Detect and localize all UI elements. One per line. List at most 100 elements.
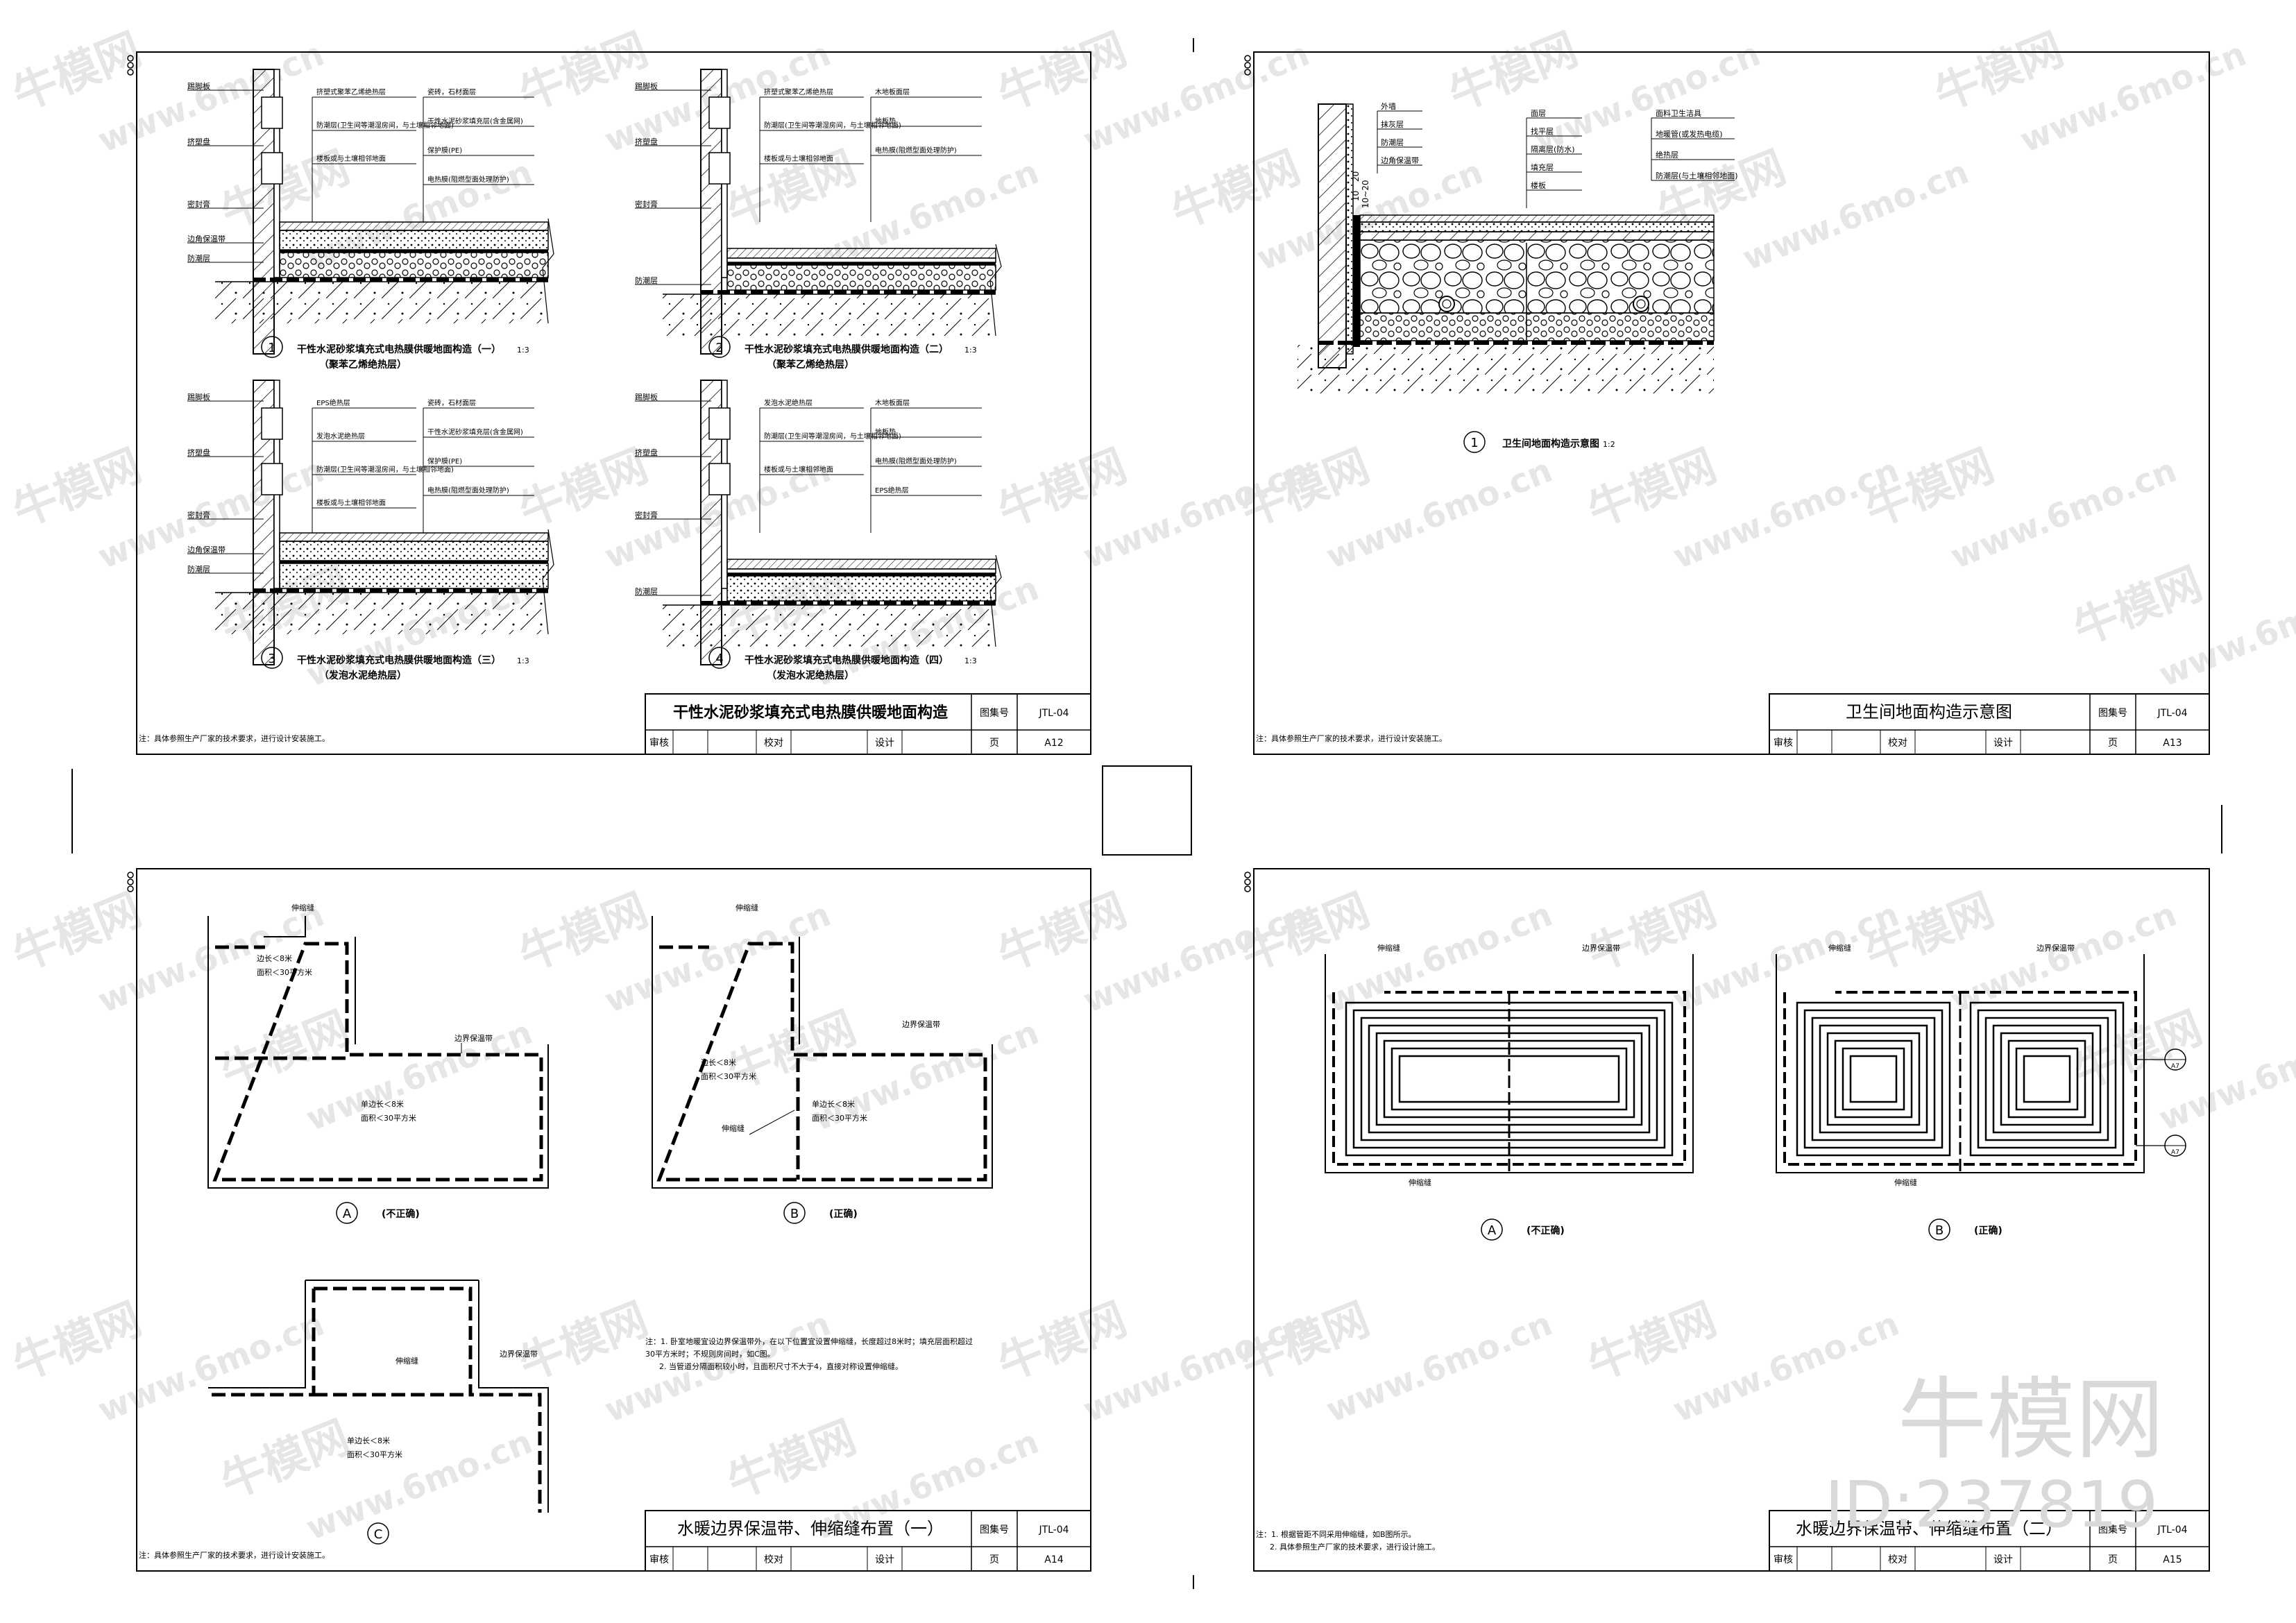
design-label: 设计 [1993, 738, 2013, 749]
check-label: 校对 [764, 737, 783, 749]
boundary-insulation-strip [656, 942, 987, 1182]
notes: 注：1. 卧室地暖宜设边界保温带外，在以下位置宜设置伸缩缝，长度超过8米时；填充… [645, 1336, 973, 1371]
heating-pipe [1438, 296, 1455, 312]
boundary-insulation-strip [1783, 991, 2137, 1166]
label-right: EPS绝热层 [875, 486, 909, 495]
label-right: 瓷砖，石材面层 [427, 398, 476, 407]
detail-subcaption: （发泡水泥绝热层） [319, 670, 407, 681]
binding-holes [127, 872, 134, 892]
floor-pad-layer [726, 257, 996, 263]
note-line: 注：1. 卧室地暖宜设边界保温带外，在以下位置宜设置伸缩缝，长度超过8米时；填充… [645, 1336, 973, 1346]
watermark-brand: 牛模网 [512, 24, 655, 121]
atlas-no: JTL-04 [2157, 708, 2187, 719]
watermark-brand: 牛模网 [1234, 440, 1377, 538]
label-left: 密封膏 [635, 199, 658, 209]
notes: 注：1. 根据管距不同采用伸缩缝，如B图所示。 2. 具体参照生产厂家的技术要求… [1256, 1529, 1440, 1552]
label-right: 瓷砖，石材面层 [427, 87, 476, 96]
sheet-a12: 踢脚板挤塑盘密封膏边角保温带防潮层挤塑式聚苯乙烯绝热层防潮层(卫生间等潮湿房间，… [127, 51, 1091, 755]
plan-label: 边界保温带 [454, 1033, 493, 1043]
page-number: A12 [1044, 738, 1063, 749]
label-left: 外墙 [1381, 101, 1396, 111]
label-right: 木地板面层 [875, 398, 910, 407]
heating-pipe-loop [1977, 1009, 2117, 1149]
plan-label: 伸缩缝 [1894, 1178, 1917, 1187]
label-mid: EPS绝热层 [316, 398, 350, 407]
plan-label: 伸缩缝 [722, 1123, 745, 1133]
label-right: 防潮层(与土壤相邻地面) [1656, 171, 1738, 180]
label-left: 挤塑盘 [187, 137, 210, 146]
detail-caption: 卫生间地面构造示意图 [1502, 438, 1599, 450]
room-wall-outline [1325, 954, 1694, 1173]
watermark-brand: 牛模网 [1581, 884, 1724, 982]
plan-letter-circle [783, 1202, 806, 1224]
plan-label: 伸缩缝 [1409, 1178, 1431, 1187]
heating-pipe-loop [1796, 1001, 1951, 1157]
watermark-brand: 牛模网 [991, 884, 1134, 982]
title-block: 水暖边界保温带、伸缩缝布置（一） 图集号 JTL-04 审核 校对 设计 页 A… [645, 1510, 1091, 1572]
mortar-fill-layer [279, 230, 549, 250]
label-mid: 楼板 [1531, 180, 1546, 190]
label-right: 地板垫 [875, 427, 896, 436]
dimension-text: 20 [1351, 171, 1361, 182]
heating-pipe-loop [1834, 1039, 1913, 1119]
plan-letter: B [790, 1207, 799, 1221]
label-mid: 发泡水泥绝热层 [316, 432, 365, 441]
label-right: 干性水泥砂浆填充层(含金属网) [427, 117, 523, 126]
detail-scale: 1:3 [964, 656, 977, 665]
plan-letter-circle [1928, 1218, 1950, 1241]
label-right: 电热膜(阻燃型面处理防护) [875, 146, 957, 155]
plan-label: 面积＜30平方米 [257, 967, 312, 977]
design-label: 设计 [875, 1554, 894, 1565]
label-left: 防潮层 [187, 564, 210, 574]
label-left: 抹灰层 [1381, 119, 1404, 129]
label-left: 踢脚板 [635, 81, 658, 91]
design-label: 设计 [875, 738, 894, 749]
detail-number-circle [708, 647, 731, 669]
label-left: 挤塑盘 [635, 137, 658, 146]
plan-state: (正确) [829, 1208, 858, 1220]
sheet-title: 干性水泥砂浆填充式电热膜供暖地面构造 [673, 704, 948, 722]
atlas-label: 图集号 [980, 1524, 1009, 1536]
watermark-brand: 牛模网 [2066, 558, 2209, 656]
page-number: A13 [2163, 738, 2182, 749]
room-wall-outline [207, 916, 549, 1189]
plan-letter: C [374, 1527, 383, 1542]
label-mid: 楼板或与土壤相邻地面 [764, 154, 833, 163]
note-line: 2. 具体参照生产厂家的技术要求，进行设计施工。 [1270, 1542, 1440, 1552]
title-block: 卫生间地面构造示意图 图集号 JTL-04 审核 校对 设计 页 A13 [1769, 693, 2210, 755]
plan-label: 边界保温带 [500, 1349, 538, 1359]
label-left: 防潮层 [635, 275, 658, 285]
watermark-brand: 牛模网 [991, 1293, 1134, 1391]
page-label: 页 [989, 738, 999, 749]
slab-section [215, 593, 548, 634]
mortar-fill-layer [279, 541, 549, 561]
label-right: 木地板面层 [875, 87, 910, 96]
heating-pipe-loop [1992, 1024, 2102, 1134]
detail-number: 4 [715, 652, 723, 666]
heating-pipe-loop [1826, 1032, 1921, 1126]
detail-scale: 1:3 [517, 346, 529, 355]
detail-subcaption: （聚苯乙烯绝热层） [767, 359, 854, 371]
watermark-brand: 牛模网 [1234, 884, 1377, 982]
label-left: 边角保温带 [187, 545, 226, 554]
label-left: 防潮层 [187, 253, 210, 263]
detail-number-circle [261, 336, 283, 358]
label-left: 防潮层 [1381, 137, 1404, 147]
label-right: 面料卫生洁具 [1656, 108, 1701, 118]
plan-letter-circle [336, 1202, 358, 1224]
label-left: 踢脚板 [187, 81, 210, 91]
detail-subcaption: （聚苯乙烯绝热层） [319, 359, 407, 371]
plan-label: 边界保温带 [2036, 943, 2075, 953]
atlas-no: JTL-04 [1038, 1524, 1069, 1536]
label-mid: 防潮层(卫生间等潮湿房间，与土壤相邻地面) [316, 121, 454, 130]
label-left: 边角保温带 [1381, 155, 1419, 165]
note-line: 注：1. 根据管距不同采用伸缩缝，如B图所示。 [1256, 1529, 1416, 1539]
page-number: A15 [2163, 1554, 2182, 1565]
detail-caption: 干性水泥砂浆填充式电热膜供暖地面构造（一） [297, 343, 501, 355]
label-mid: 挤塑式聚苯乙烯绝热层 [316, 87, 386, 96]
label-left: 防潮层 [635, 586, 658, 596]
heating-pipe-loop [2015, 1047, 2079, 1111]
plan-label: 伸缩缝 [396, 1356, 418, 1366]
surface-layer [1359, 214, 1715, 223]
